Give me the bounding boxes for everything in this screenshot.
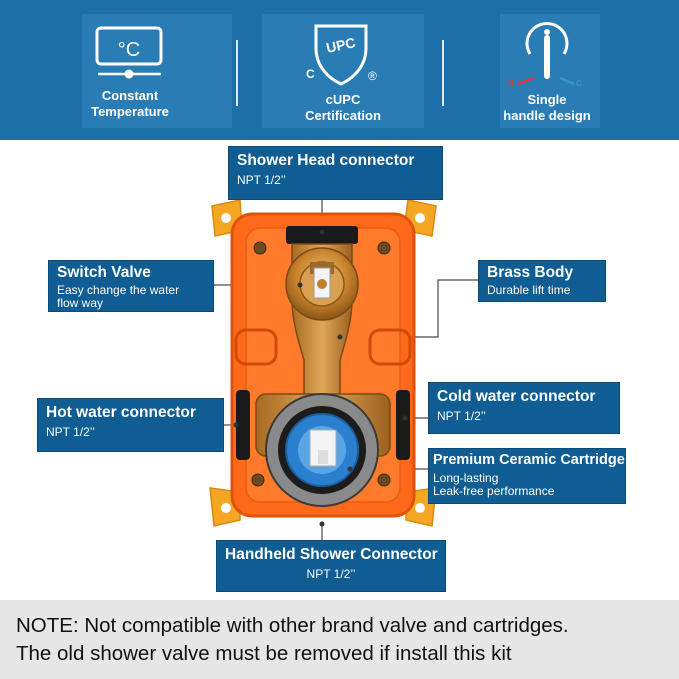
badge-panel-left — [82, 14, 232, 128]
side-plugs — [234, 328, 412, 460]
badge-divider — [236, 40, 238, 106]
callout-sub: NPT 1/2’’ — [237, 173, 286, 187]
single-handle-icon: H C — [508, 22, 582, 88]
badge-caption-line: cUPC — [325, 92, 361, 107]
badge-cupc-certification: UPC C ® cUPC Certification — [268, 0, 418, 130]
badge-panel-center — [262, 14, 424, 128]
registered-mark: ® — [368, 69, 377, 83]
temperature-symbol: °C — [118, 39, 140, 61]
upc-text: UPC — [325, 34, 357, 56]
badge-divider — [442, 40, 444, 106]
badge-caption-line: Constant — [101, 88, 159, 103]
callout-title: Cold water connector — [437, 388, 596, 405]
callout-sub: Leak-free performance — [433, 484, 555, 498]
badge-caption-line: Certification — [305, 108, 381, 123]
badge-constant-temperature: °C Constant Temperature — [55, 0, 205, 130]
callout-cold-water-connector: Cold water connector NPT 1/2’’ — [428, 382, 620, 434]
callout-hot-water-connector: Hot water connector NPT 1/2’’ — [37, 398, 224, 452]
callout-brass-body: Brass Body Durable lift time — [478, 260, 606, 302]
switch-valve — [285, 247, 359, 321]
cupc-c-mark: C — [306, 67, 315, 81]
callout-title: Hot water connector — [46, 404, 196, 421]
badge-caption-line: Single — [527, 92, 567, 107]
callout-sub: NPT 1/2’’ — [306, 567, 356, 581]
screws — [251, 241, 391, 487]
callout-switch-valve: Switch Valve Easy change the water flow … — [48, 260, 214, 312]
callout-sub: Durable lift time — [487, 283, 571, 297]
note-band: NOTE: Not compatible with other brand va… — [0, 600, 679, 679]
callout-handheld-shower-connector: Handheld Shower Connector NPT 1/2’’ — [216, 540, 446, 592]
callout-title: Switch Valve — [57, 264, 151, 281]
note-line-1: NOTE: Not compatible with other brand va… — [16, 614, 569, 637]
callout-sub: Easy change the water — [57, 283, 180, 297]
badge-caption-line: handle design — [503, 108, 591, 123]
thermometer-display-icon: °C — [95, 26, 163, 79]
cupc-shield-icon: UPC C ® — [306, 24, 377, 86]
hot-mark: H — [508, 79, 514, 88]
ceramic-cartridge — [265, 393, 379, 507]
shower-head-outlet — [286, 226, 358, 244]
features-band: °C Constant Temperature UPC C ® cUPC Cer… — [0, 0, 679, 140]
callout-sub: Long-lasting — [433, 471, 499, 485]
callout-title: Premium Ceramic Cartridge — [433, 452, 625, 468]
callout-title: Shower Head connector — [237, 152, 415, 169]
callout-shower-head-connector: Shower Head connector NPT 1/2’’ — [228, 146, 443, 200]
callout-sub: NPT 1/2’’ — [46, 425, 95, 439]
cold-mark: C — [576, 79, 582, 88]
callout-ceramic-cartridge: Premium Ceramic Cartridge Long-lasting L… — [428, 448, 626, 504]
callout-sub: flow way — [57, 296, 104, 310]
callout-title: Handheld Shower Connector — [225, 546, 438, 563]
note-line-2: The old shower valve must be removed if … — [16, 642, 512, 665]
callout-sub: NPT 1/2’’ — [437, 409, 486, 423]
badge-caption-line: Temperature — [91, 104, 169, 119]
badge-single-handle: H C Single handle design — [472, 0, 622, 130]
callout-title: Brass Body — [487, 264, 574, 281]
